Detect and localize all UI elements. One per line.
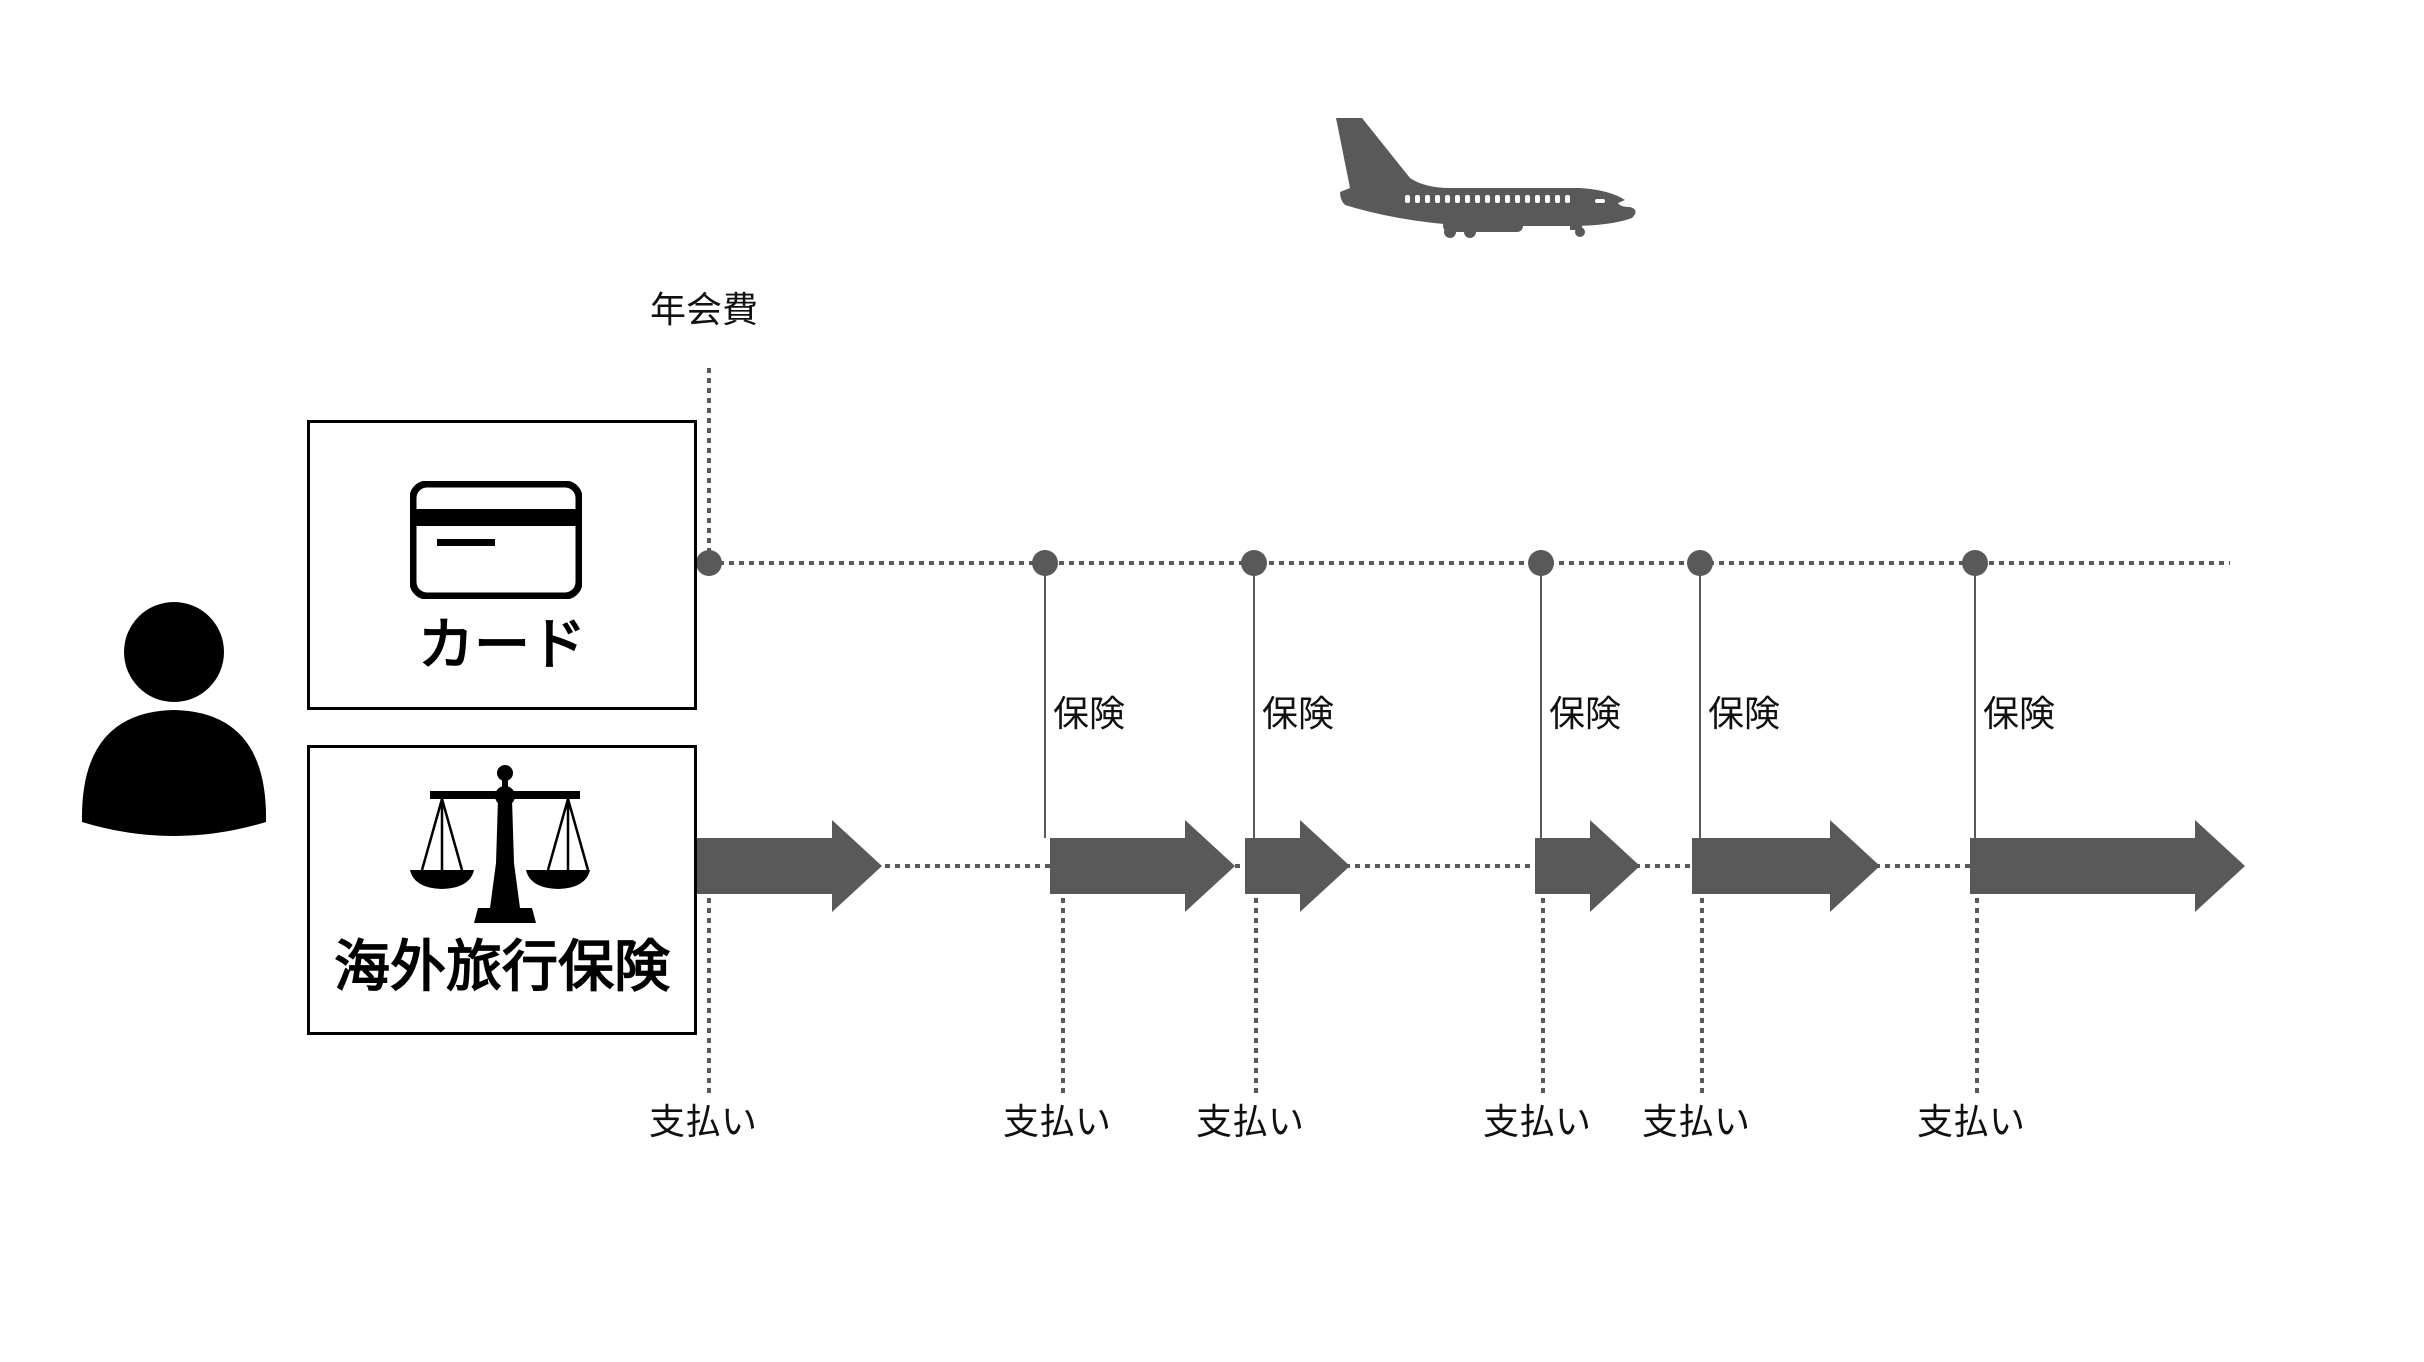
coverage-arrow — [697, 820, 882, 912]
annual-fee-label: 年会費 — [650, 290, 759, 331]
person-icon — [81, 602, 267, 836]
payment-label: 支払い — [1483, 1102, 1592, 1143]
event-dot — [1962, 550, 1988, 576]
event-dot — [696, 550, 722, 576]
event-dot — [1528, 550, 1554, 576]
coverage-label: 保険 — [1983, 694, 2056, 735]
payment-label: 支払い — [1917, 1102, 2026, 1143]
coverage-arrow — [1050, 820, 1235, 912]
coverage-arrow — [1970, 820, 2245, 912]
insurance-box-title: 海外旅行保険 — [334, 935, 670, 1000]
coverage-label: 保険 — [1262, 694, 1335, 735]
coverage-arrow — [1245, 820, 1350, 912]
coverage-arrow — [1692, 820, 1880, 912]
payment-label: 支払い — [1003, 1102, 1112, 1143]
event-dot — [1687, 550, 1713, 576]
coverage-label: 保険 — [1708, 694, 1781, 735]
credit-card-icon — [410, 481, 582, 599]
event-dot — [1241, 550, 1267, 576]
event-dot — [1032, 550, 1058, 576]
payment-label: 支払い — [1642, 1102, 1751, 1143]
coverage-label: 保険 — [1053, 694, 1126, 735]
scales-icon — [410, 765, 590, 923]
coverage-arrow — [1535, 820, 1640, 912]
coverage-label: 保険 — [1549, 694, 1622, 735]
card-box: カード — [307, 420, 697, 710]
airplane-icon — [1336, 118, 1636, 238]
payment-label: 支払い — [1196, 1102, 1305, 1143]
card-box-title: カード — [418, 613, 586, 678]
insurance-box: 海外旅行保険 — [307, 745, 697, 1035]
payment-label: 支払い — [649, 1102, 758, 1143]
